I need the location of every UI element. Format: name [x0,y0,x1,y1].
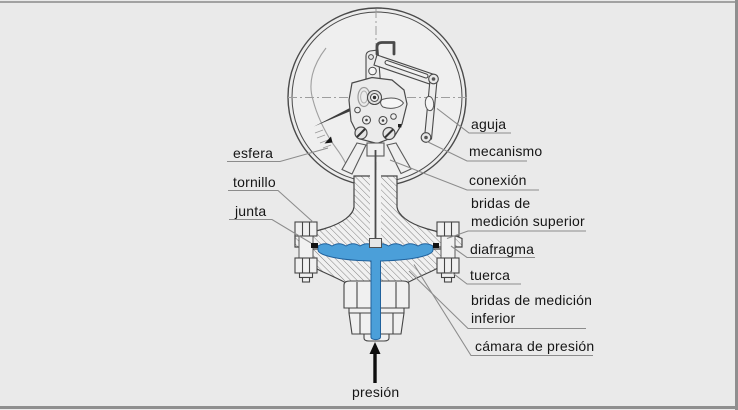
bolt-right [436,221,460,283]
leader-lines [227,108,593,357]
leader-camara [413,264,593,357]
nut-left [294,257,318,274]
leader-tornillo [228,189,314,223]
leader-mecanismo [426,141,527,162]
label-mecanismo: mecanismo [469,143,543,159]
label-esfera: esfera [233,145,274,161]
movement-mechanism [348,41,439,145]
dial-pointer-mark [324,136,333,144]
leader-bridas-superior [446,230,586,240]
leader-esfera [227,147,329,163]
label-tuerca: tuerca [470,267,511,283]
pressure-fluid [317,243,434,341]
nut-right [436,257,460,274]
leader-aguja [436,108,511,134]
leader-tuerca [449,270,521,285]
label-aguja: aguja [471,116,507,132]
label-conexion: conexión [469,172,527,188]
frame-border-top [0,1,738,3]
frame-border-bottom [0,406,738,409]
gasket-right [433,243,439,248]
bolt-left [294,221,318,283]
movement-bracket [341,142,412,175]
leader-junta [229,218,312,244]
label-tornillo: tornillo [233,174,276,190]
plate-slot [380,97,405,109]
frame-border-right [735,0,738,410]
leader-diafragma [450,245,535,259]
label-bridas-inferior: bridas de medición inferior [471,292,593,326]
diaphragm-plug [369,238,382,248]
dial-ticks [314,129,332,149]
dial-arc [310,47,347,165]
label-camara-presion: cámara de presión [475,338,595,354]
hook-rod [375,41,396,56]
gasket-left [311,243,318,248]
pressure-arrow [369,342,381,383]
label-presion: presión [352,384,400,400]
label-bridas-superior: bridas de medición superior [471,195,585,229]
label-junta: junta [235,203,267,219]
label-diafragma: diafragma [470,241,535,257]
leader-bridas-inferior [408,270,586,330]
leader-conexion [389,159,539,191]
